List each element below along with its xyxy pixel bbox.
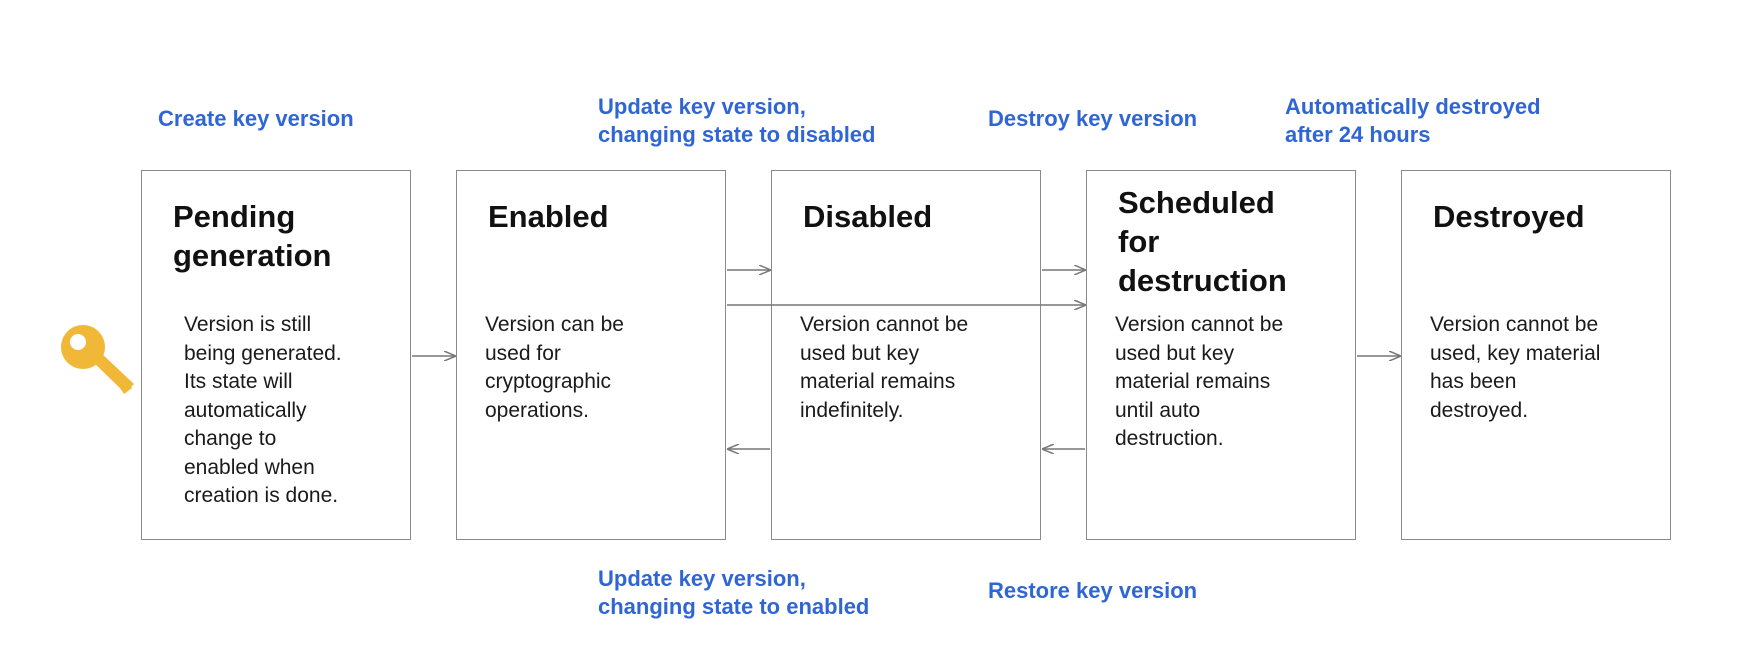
state-description: Version can be used for cryptographic op… [485,313,624,422]
action-label-disable: Update key version, changing state to di… [598,94,876,147]
state-description: Version cannot be used but key material … [1115,313,1284,450]
action-label-auto-destroy: Automatically destroyed after 24 hours [1285,94,1541,147]
state-description: Version cannot be used but key material … [800,313,969,422]
state-box-enabled: Enabled Version can be used for cryptogr… [456,170,726,540]
action-label-destroy: Destroy key version [988,106,1198,131]
state-box-destroyed: Destroyed Version cannot be used, key ma… [1401,170,1671,540]
state-title: Scheduled for destruction [1118,185,1287,298]
state-title: Disabled [803,199,933,234]
state-title: Pending generation [173,199,332,273]
state-box-pending-generation: Pending generation Version is still bein… [141,170,411,540]
action-label-enable: Update key version, changing state to en… [598,566,870,619]
state-box-scheduled-for-destruction: Scheduled for destruction Version cannot… [1086,170,1356,540]
action-label-create: Create key version [158,106,354,131]
state-title: Enabled [488,199,609,234]
state-description: Version cannot be used, key material has… [1430,313,1601,422]
action-label-restore: Restore key version [988,578,1198,603]
key-icon [61,325,134,394]
state-description: Version is still being generated. Its st… [184,313,342,507]
state-box-disabled: Disabled Version cannot be used but key … [771,170,1041,540]
state-title: Destroyed [1433,199,1585,234]
